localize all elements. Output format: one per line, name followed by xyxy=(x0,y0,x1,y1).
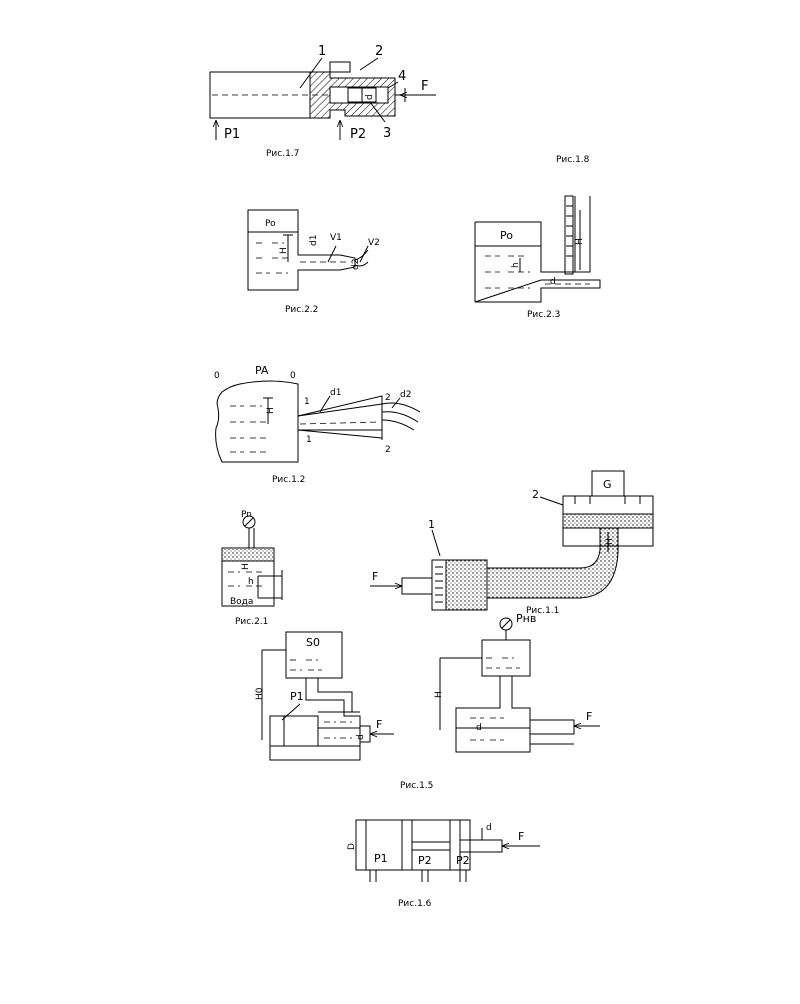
caption-fig-1-2: Рис.1.2 xyxy=(272,475,305,485)
fig12-label-0-right: 0 xyxy=(290,371,296,381)
fig11-label-G: G xyxy=(603,478,612,491)
fig12-label-section-1-top: 1 xyxy=(304,397,310,407)
fig23-label-h: h xyxy=(511,262,521,268)
figure-2-2: Po H d1 d2 V1 V2 Рис.2.2 xyxy=(247,209,380,315)
fig11-label-2: 2 xyxy=(532,488,539,501)
fig12-label-H: H xyxy=(266,407,276,414)
fig15b-label-Pv: Pнв xyxy=(516,612,536,625)
fig22-label-d2: d2 xyxy=(351,259,361,270)
figure-1-1: G 2 1 F H Рис.1.1 xyxy=(370,470,654,616)
fig15a-label-P1: P1 xyxy=(290,690,304,703)
caption-fig-2-3: Рис.2.3 xyxy=(527,310,560,320)
caption-fig-1-6: Рис.1.6 xyxy=(398,899,432,909)
fig11-label-H: H xyxy=(605,538,615,545)
fig23-label-P0: Po xyxy=(500,229,513,242)
fig16-label-F: F xyxy=(518,830,524,843)
fig17-label-F: F xyxy=(421,79,428,94)
figure-2-1: Pn H h Вода Рис.2.1 xyxy=(221,510,283,627)
caption-fig-1-8: Рис.1.8 xyxy=(556,155,590,165)
fig11-label-F: F xyxy=(372,570,378,583)
fig22-label-d1: d1 xyxy=(309,235,319,246)
fig12-label-section-1-bottom: 1 xyxy=(306,435,312,445)
caption-fig-2-1: Рис.2.1 xyxy=(235,617,268,627)
fig21-label-Pn: Pn xyxy=(241,510,252,520)
fig16-label-d: d xyxy=(486,823,492,833)
figure-1-5-left: S0 H0 P1 F d xyxy=(255,631,394,761)
fig17-label-2: 2 xyxy=(375,44,383,59)
fig22-label-V2: V2 xyxy=(368,238,380,248)
fig16-label-P1: P1 xyxy=(374,852,388,865)
caption-fig-1-5: Рис.1.5 xyxy=(400,781,433,791)
fig15b-label-d: d xyxy=(476,723,482,733)
fig17-label-1: 1 xyxy=(318,44,326,59)
fig23-label-d: d xyxy=(550,277,556,287)
figure-1-2: 0 0 PA H 1 1 2 2 d1 d2 Рис.1.2 xyxy=(214,364,421,485)
caption-fig-2-2: Рис.2.2 xyxy=(285,305,318,315)
caption-fig-1-7: Рис.1.7 xyxy=(266,149,299,159)
fig12-label-0-left: 0 xyxy=(214,371,220,381)
fig12-label-section-2-top: 2 xyxy=(385,393,391,403)
fig23-label-H: H xyxy=(575,238,585,245)
fig16-label-P2-right: P2 xyxy=(456,854,470,867)
figure-1-5-right: Pнв H F d Рис.1.5 xyxy=(400,612,600,791)
fig15b-label-F: F xyxy=(586,710,592,723)
fig21-label-water: Вода xyxy=(230,597,253,607)
fig17-label-P1: P1 xyxy=(224,127,240,142)
fig12-label-d2: d2 xyxy=(400,390,411,400)
fig16-label-P2-left: P2 xyxy=(418,854,432,867)
figure-1-7: 1 2 4 3 F P1 P2 d Рис.1.7 xyxy=(209,44,436,159)
fig17-label-3: 3 xyxy=(383,126,391,141)
fig17-label-4: 4 xyxy=(398,69,406,84)
fig22-label-H: H xyxy=(279,247,289,254)
figure-2-3: Po H h d Рис.2.3 xyxy=(474,195,601,320)
fig12-label-d1: d1 xyxy=(330,388,341,398)
fig17-label-P2: P2 xyxy=(350,127,366,142)
fig12-label-PA: PA xyxy=(255,364,269,377)
fig15a-label-H0: H0 xyxy=(255,687,265,700)
fig21-label-h: h xyxy=(248,577,254,587)
fig16-label-D: D xyxy=(347,843,357,850)
fig21-label-H: H xyxy=(241,563,251,570)
fig15a-label-F: F xyxy=(376,718,382,731)
fig15a-label-S0: S0 xyxy=(306,636,320,649)
fig12-label-section-2-bottom: 2 xyxy=(385,445,391,455)
caption-fig-1-1: Рис.1.1 xyxy=(526,606,559,616)
fig22-label-V1: V1 xyxy=(330,233,342,243)
fig11-label-1: 1 xyxy=(428,518,435,531)
fig22-label-P0: Po xyxy=(265,219,276,229)
fig17-label-d: d xyxy=(365,94,375,100)
figure-1-6: D F P1 P2 P2 d Рис.1.6 xyxy=(347,819,540,909)
fig15b-label-H: H xyxy=(434,691,444,698)
fig15a-label-d: d xyxy=(356,734,366,740)
